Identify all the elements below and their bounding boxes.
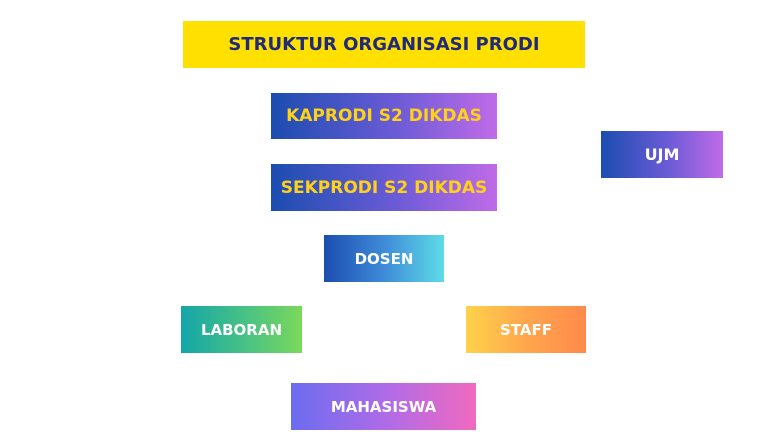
node-dosen: DOSEN <box>324 235 444 282</box>
org-chart-title: STRUKTUR ORGANISASI PRODI <box>183 21 585 68</box>
node-mahasiswa-label: MAHASISWA <box>330 397 437 416</box>
node-ujm-label: UJM <box>644 145 680 164</box>
node-dosen-label: DOSEN <box>354 249 414 268</box>
node-sekprodi: SEKPRODI S2 DIKDAS <box>271 164 497 211</box>
node-kaprodi: KAPRODI S2 DIKDAS <box>271 93 497 139</box>
node-laboran: LABORAN <box>181 306 302 353</box>
node-staff-label: STAFF <box>500 320 552 339</box>
node-sekprodi-label: SEKPRODI S2 DIKDAS <box>280 177 488 198</box>
node-ujm: UJM <box>601 131 723 178</box>
org-chart-title-text: STRUKTUR ORGANISASI PRODI <box>228 34 540 55</box>
node-laboran-label: LABORAN <box>200 320 283 339</box>
node-staff: STAFF <box>466 306 586 353</box>
node-kaprodi-label: KAPRODI S2 DIKDAS <box>286 106 482 126</box>
node-mahasiswa: MAHASISWA <box>291 383 476 430</box>
